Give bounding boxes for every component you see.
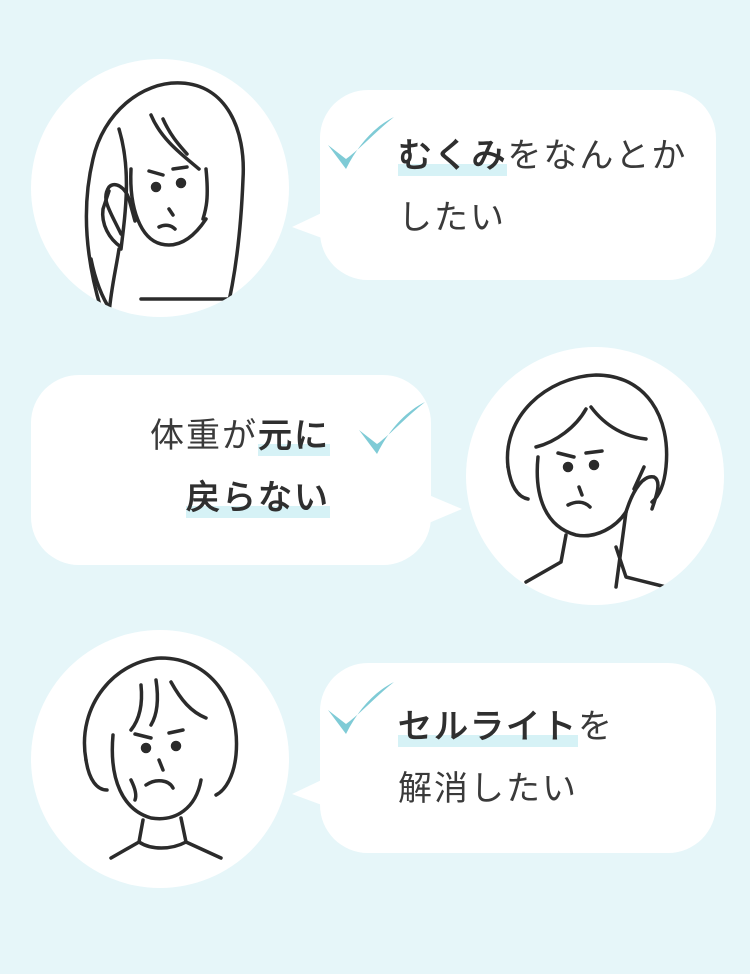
highlight-text: 元に (258, 416, 330, 456)
plain-text: を (578, 707, 614, 747)
concern-row-1: むくみをなんとか したい (0, 55, 750, 355)
woman-hand-on-cheek-illustration (466, 347, 724, 605)
concern-text-2: 体重が元に 戻らない (100, 405, 330, 529)
concern-text-1: むくみをなんとか したい (398, 125, 687, 249)
speech-bubble-3 (320, 663, 716, 853)
checkmark-icon (324, 115, 396, 177)
speech-bubble-tail (420, 487, 464, 531)
speech-bubble-tail (290, 770, 334, 814)
concern-text-3: セルライトを 解消したい (398, 696, 614, 820)
plain-text: 解消したい (398, 769, 578, 809)
checkmark-icon (355, 400, 427, 462)
plain-text: をなんとか (507, 136, 688, 176)
speech-bubble-2 (31, 375, 431, 565)
concern-row-2: 体重が元に 戻らない (0, 345, 750, 645)
plain-text: 体重が (150, 416, 258, 456)
checkmark-icon (324, 680, 396, 742)
plain-text: したい (398, 198, 506, 238)
woman-worried-illustration (31, 630, 289, 888)
highlight-text: 戻らない (186, 478, 330, 518)
woman-touching-cheek-illustration (31, 59, 289, 317)
concern-row-3: セルライトを 解消したい (0, 628, 750, 928)
speech-bubble-tail (290, 203, 334, 247)
highlight-text: むくみ (398, 136, 508, 176)
highlight-text: セルライト (398, 707, 578, 747)
